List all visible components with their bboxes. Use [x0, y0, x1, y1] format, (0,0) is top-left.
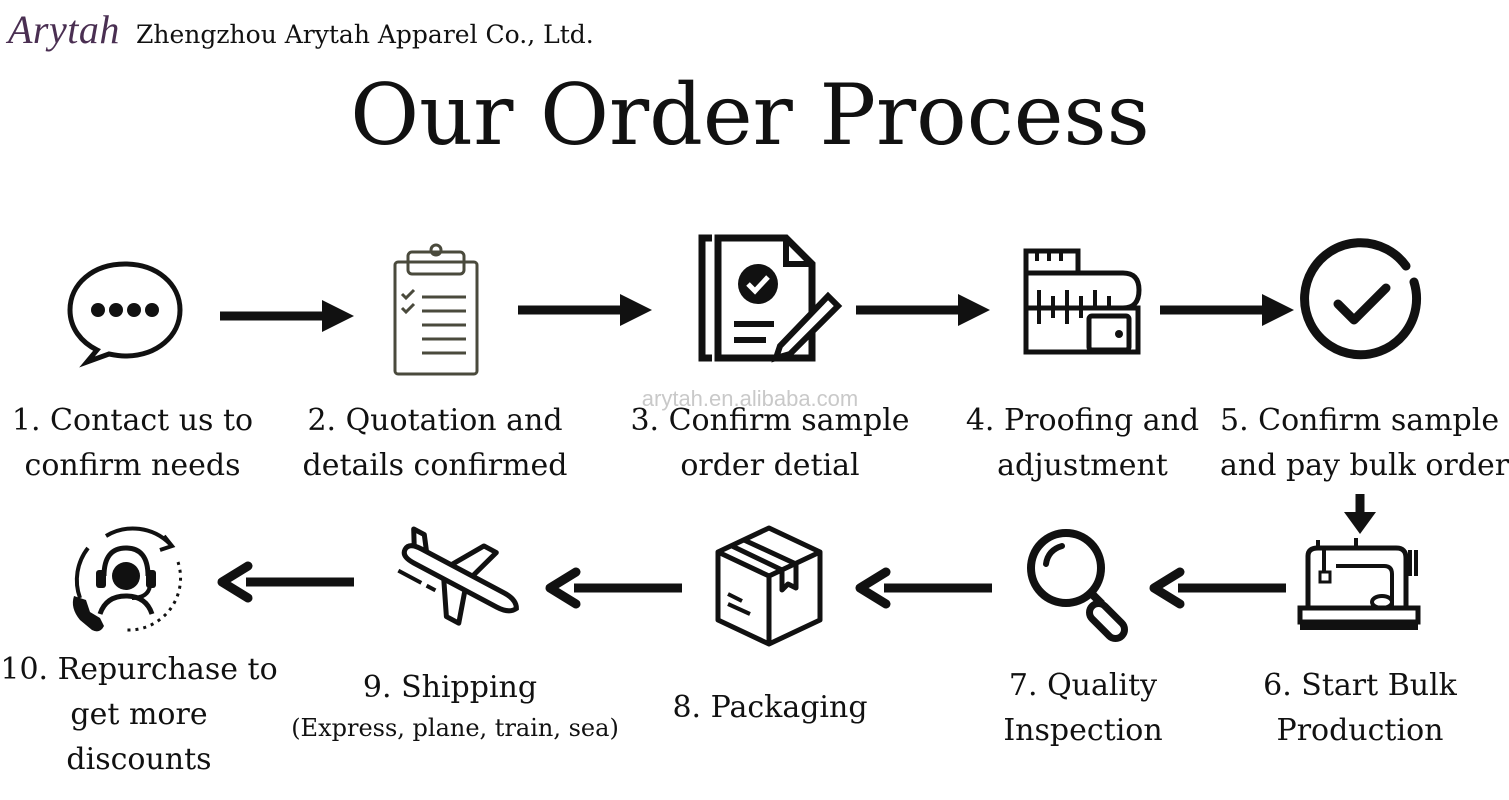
chat-bubble-icon: [67, 261, 183, 368]
step-label-5: 5. Confirm sample and pay bulk order: [1220, 398, 1509, 488]
page-title: Our Order Process: [350, 66, 1150, 164]
step-label-8: 8. Packaging: [660, 685, 880, 730]
step-label-line: 6. Start Bulk: [1263, 668, 1457, 703]
step-label-2: 2. Quotation and details confirmed: [290, 398, 580, 488]
box-icon: [715, 525, 823, 647]
arrow-left-icon: [217, 561, 354, 603]
brand-logo: Arytah: [8, 7, 120, 52]
magnifier-icon: [1027, 529, 1128, 642]
arrow-right-icon: [220, 300, 354, 332]
step-label-line: 9. Shipping: [362, 670, 538, 705]
step-label-line: 1. Contact us to: [11, 403, 254, 438]
document-sign-icon: [698, 234, 843, 363]
measuring-tape-icon: [1023, 248, 1142, 355]
step-label-line: order detial: [680, 448, 860, 483]
arrow-left-icon: [1149, 567, 1286, 609]
arrow-right-icon: [856, 294, 990, 326]
step-label-line: 8. Packaging: [672, 690, 868, 725]
step-label-1: 1. Contact us to confirm needs: [0, 398, 265, 488]
step-label-line: 2. Quotation and: [307, 403, 563, 438]
arrow-down-icon: [1344, 494, 1376, 534]
step-label-line: 3. Confirm sample: [630, 403, 910, 438]
step-label-line: Production: [1276, 713, 1444, 748]
airplane-icon: [397, 526, 519, 626]
step-label-line: 10. Repurchase to: [0, 652, 278, 687]
step-label-3: 3. Confirm sample order detial: [620, 398, 920, 488]
sewing-machine-icon: [1297, 538, 1421, 630]
arrow-right-icon: [518, 294, 652, 326]
step-label-line: Inspection: [1003, 713, 1163, 748]
company-name: Zhengzhou Arytah Apparel Co., Ltd.: [136, 20, 594, 49]
step-label-line: adjustment: [997, 448, 1168, 483]
customer-service-icon: [72, 526, 183, 632]
arrow-left-icon: [545, 567, 682, 609]
step-label-line: confirm needs: [24, 448, 241, 483]
step-label-9-sub: (Express, plane, train, sea): [291, 714, 619, 742]
step-label-line: 4. Proofing and: [965, 403, 1200, 438]
step-label-line: 7. Quality: [1008, 668, 1158, 703]
step-label-line: discounts: [66, 742, 212, 777]
check-circle-icon: [1300, 238, 1422, 360]
arrow-left-icon: [855, 567, 992, 609]
step-label-line: 5. Confirm sample: [1220, 403, 1500, 438]
step-label-6: 6. Start Bulk Production: [1240, 663, 1480, 753]
step-label-10: 10. Repurchase to get more discounts: [0, 647, 278, 782]
step-label-line: and pay bulk order: [1220, 448, 1509, 483]
step-label-line: get more: [70, 697, 208, 732]
step-label-line: details confirmed: [302, 448, 568, 483]
arrow-right-icon: [1160, 294, 1294, 326]
step-label-9: 9. Shipping: [340, 665, 560, 710]
step-label-7: 7. Quality Inspection: [970, 663, 1196, 753]
watermark: arytah.en.alibaba.com: [641, 386, 859, 411]
step-label-4: 4. Proofing and adjustment: [950, 398, 1215, 488]
clipboard-checklist-icon: [393, 243, 479, 376]
